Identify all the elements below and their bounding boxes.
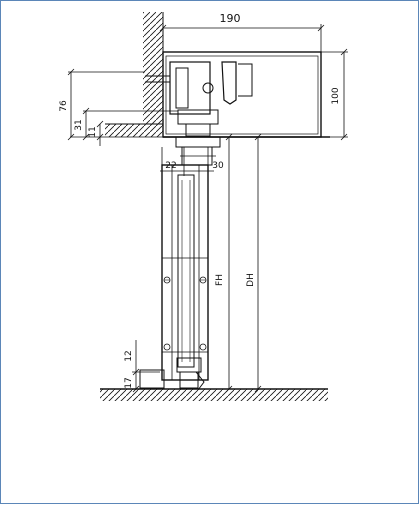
wall-structure xyxy=(105,12,330,138)
dim-22: 22 xyxy=(165,161,176,171)
dim-76: 76 xyxy=(59,100,69,112)
dim-17: 17 xyxy=(124,377,134,388)
floor-guide xyxy=(139,357,205,391)
dim-190: 190 xyxy=(220,12,241,25)
dim-12: 12 xyxy=(124,350,134,361)
door-leaf xyxy=(161,164,209,381)
dim-31: 31 xyxy=(74,119,84,130)
dim-fh: FH xyxy=(215,274,225,286)
dim-11: 11 xyxy=(88,126,98,137)
dimension-lines xyxy=(67,24,348,393)
track-profile xyxy=(145,51,322,138)
dim-dh: DH xyxy=(246,273,256,287)
dim-30: 30 xyxy=(212,161,224,171)
dim-100: 100 xyxy=(331,87,341,104)
floor-structure xyxy=(100,388,328,401)
